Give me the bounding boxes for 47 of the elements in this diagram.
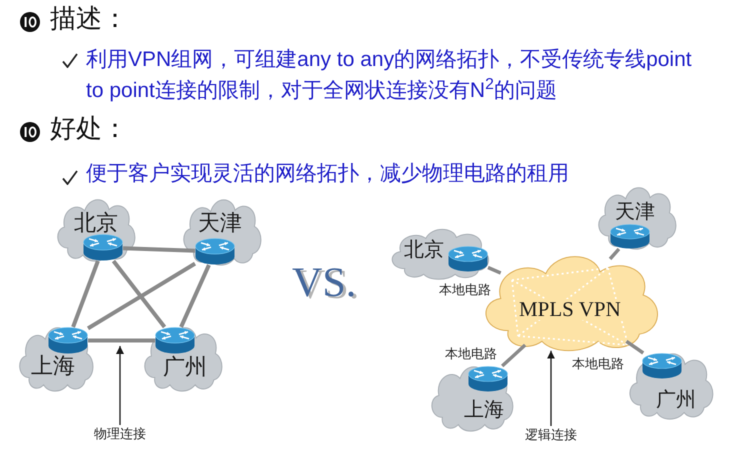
edge-label: 本地电路 [571,356,625,372]
router-icon [468,366,508,392]
vs-text: VS. [292,262,356,304]
router-icon [195,238,235,265]
city-label: 广州 [163,356,207,378]
connection-line [179,264,211,328]
connection-line [71,260,100,328]
leader-label: 物理连接 [90,425,150,442]
connection-line [88,338,155,342]
city-label: 天津 [615,202,655,222]
bullet-text: 利用VPN组网，可组建any to any的网络拓扑，不受传统专线point to point连接的限制，对于全网状连接没有N$^{2}$的问题 [86,47,693,104]
cloud-label: MPLS VPN [517,299,623,320]
connection-line [625,340,644,354]
connection-line [112,260,166,328]
connection-line [86,262,196,330]
edge-label: 本地电路 [438,282,492,298]
cloud-shape [597,186,677,250]
cloud-shape [143,326,223,392]
city-label: 广州 [656,390,696,410]
router-icon [610,224,650,249]
router-icon [155,327,195,354]
router-icon [83,234,123,261]
leader-arrow [116,346,124,425]
city-label: 上海 [31,355,75,377]
cloud-shape [56,198,136,262]
connection-line [608,248,620,260]
edge-label: 本地电路 [444,346,498,362]
cloud-shape [390,228,490,280]
leader-arrow [547,350,555,426]
leader-label: 逻辑连接 [522,426,580,443]
router-icon [642,353,682,379]
router-icon [48,327,88,354]
city-label: 上海 [464,400,504,420]
cloud-shape [430,365,514,432]
bullet-text: 便于客户实现灵活的网络拓扑，减少物理电路的租用 [86,161,570,187]
cloud-shape [628,352,714,420]
connection-line [501,344,526,368]
router-icon [448,246,488,272]
cloud-shape [18,326,94,392]
heading-text: 描述： [50,6,128,32]
city-label: 北京 [404,240,444,260]
connection-line [122,246,196,253]
city-label: 北京 [74,212,118,234]
city-label: 天津 [198,212,242,234]
cloud-shape [182,198,262,266]
connection-line [487,266,502,275]
heading-text: 好处： [50,116,128,142]
